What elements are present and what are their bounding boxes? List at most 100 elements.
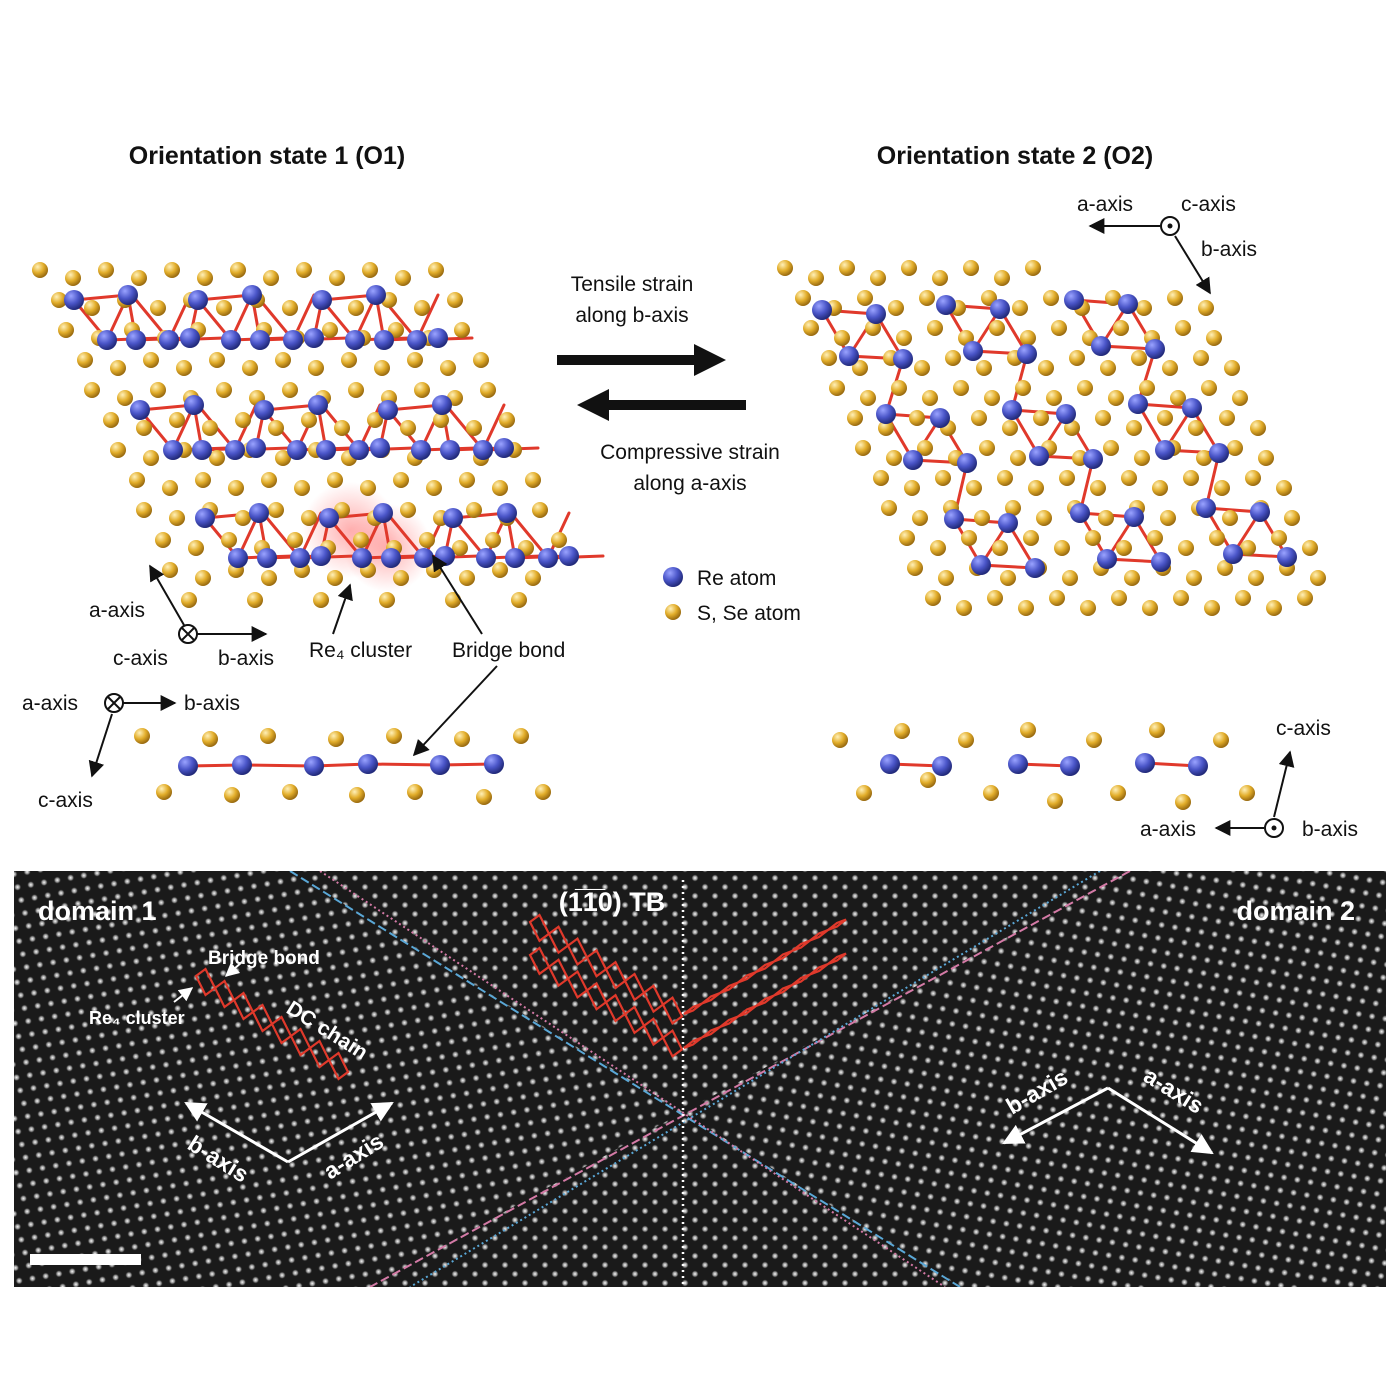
s-atom (349, 787, 365, 803)
re-atom (188, 290, 208, 310)
s-atom (247, 592, 263, 608)
s-atom (1047, 793, 1063, 809)
s-atom (1126, 420, 1142, 436)
s-atom (176, 360, 192, 376)
re-atom (957, 453, 977, 473)
re-atom (930, 408, 950, 428)
s-atom (400, 502, 416, 518)
s-atom (904, 480, 920, 496)
s-atom (992, 540, 1008, 556)
s-atom (1175, 794, 1191, 810)
s-atom (228, 480, 244, 496)
s-atom (1240, 540, 1256, 556)
s-atom (268, 420, 284, 436)
s-atom (1023, 530, 1039, 546)
dc-chain-unit (661, 1028, 684, 1059)
re-atom (932, 756, 952, 776)
o1-title: Orientation state 1 (O1) (129, 142, 405, 170)
re-atom (990, 299, 1010, 319)
s-atom (136, 502, 152, 518)
s-atom (1010, 450, 1026, 466)
re-atom (250, 330, 270, 350)
s-atom (1054, 540, 1070, 556)
re-atom (1002, 400, 1022, 420)
s-atom (353, 532, 369, 548)
re-atom (228, 548, 248, 568)
re-atom (1135, 753, 1155, 773)
re-atom (1155, 440, 1175, 460)
s-atom (1302, 540, 1318, 556)
s-atom (58, 322, 74, 338)
s-atom (1095, 410, 1111, 426)
s-atom (362, 262, 378, 278)
s-atom (1232, 390, 1248, 406)
s-atom (129, 472, 145, 488)
s-atom (476, 789, 492, 805)
s-atom (162, 480, 178, 496)
re-atom (876, 404, 896, 424)
s-atom (1113, 320, 1129, 336)
re-atom (484, 754, 504, 774)
s-atom (525, 472, 541, 488)
s-atom (1043, 290, 1059, 306)
s-atom (499, 412, 515, 428)
boundary-line-blue (289, 871, 961, 1287)
s-atom (1049, 590, 1065, 606)
re-atom (316, 440, 336, 460)
s-atom (1142, 600, 1158, 616)
s-atom (1175, 320, 1191, 336)
boundary-line-pink-dotted (319, 871, 946, 1287)
s-atom (386, 728, 402, 744)
tensile-label-line1: Tensile strain (571, 273, 694, 296)
s-atom (925, 590, 941, 606)
s-atom (134, 728, 150, 744)
re-atom (505, 548, 525, 568)
s-atom (847, 410, 863, 426)
s-atom (1005, 500, 1021, 516)
re-atom (1118, 294, 1138, 314)
s-atom (1219, 410, 1235, 426)
s-atom (360, 480, 376, 496)
s-atom (1121, 470, 1137, 486)
re-atom (1064, 290, 1084, 310)
o2-top-view-lattice (777, 260, 1326, 616)
s-atom (896, 330, 912, 346)
s-atom (1227, 440, 1243, 456)
scale-bar (30, 1254, 141, 1265)
s-atom (328, 731, 344, 747)
s-atom (419, 532, 435, 548)
s-atom (927, 320, 943, 336)
s-atom (1064, 420, 1080, 436)
s-atom (1183, 470, 1199, 486)
s-atom (1012, 300, 1028, 316)
s-atom (1213, 732, 1229, 748)
re-atom (304, 328, 324, 348)
s-atom (899, 530, 915, 546)
s-atom (1116, 540, 1132, 556)
re-atom (195, 508, 215, 528)
s-atom (1025, 260, 1041, 276)
s-atom (447, 292, 463, 308)
re-atom (497, 503, 517, 523)
s-atom (1098, 510, 1114, 526)
s-atom (261, 570, 277, 586)
s-atom (1193, 350, 1209, 366)
s-atom (242, 360, 258, 376)
s-atom (1131, 350, 1147, 366)
s-atom (963, 260, 979, 276)
s-atom (407, 352, 423, 368)
re-atom (430, 755, 450, 775)
s-atom (143, 352, 159, 368)
re-atom (1145, 339, 1165, 359)
s-atom (188, 540, 204, 556)
s-atom (1147, 530, 1163, 546)
s-atom (1046, 390, 1062, 406)
re-atom (1124, 507, 1144, 527)
s-atom (1020, 722, 1036, 738)
domain2-label: domain 2 (1236, 896, 1355, 926)
o1-top-a-axis: a-axis (89, 599, 145, 622)
re-atom (254, 400, 274, 420)
o1-top-view-lattice (32, 262, 605, 608)
s-atom (348, 300, 364, 316)
s-atom (997, 470, 1013, 486)
